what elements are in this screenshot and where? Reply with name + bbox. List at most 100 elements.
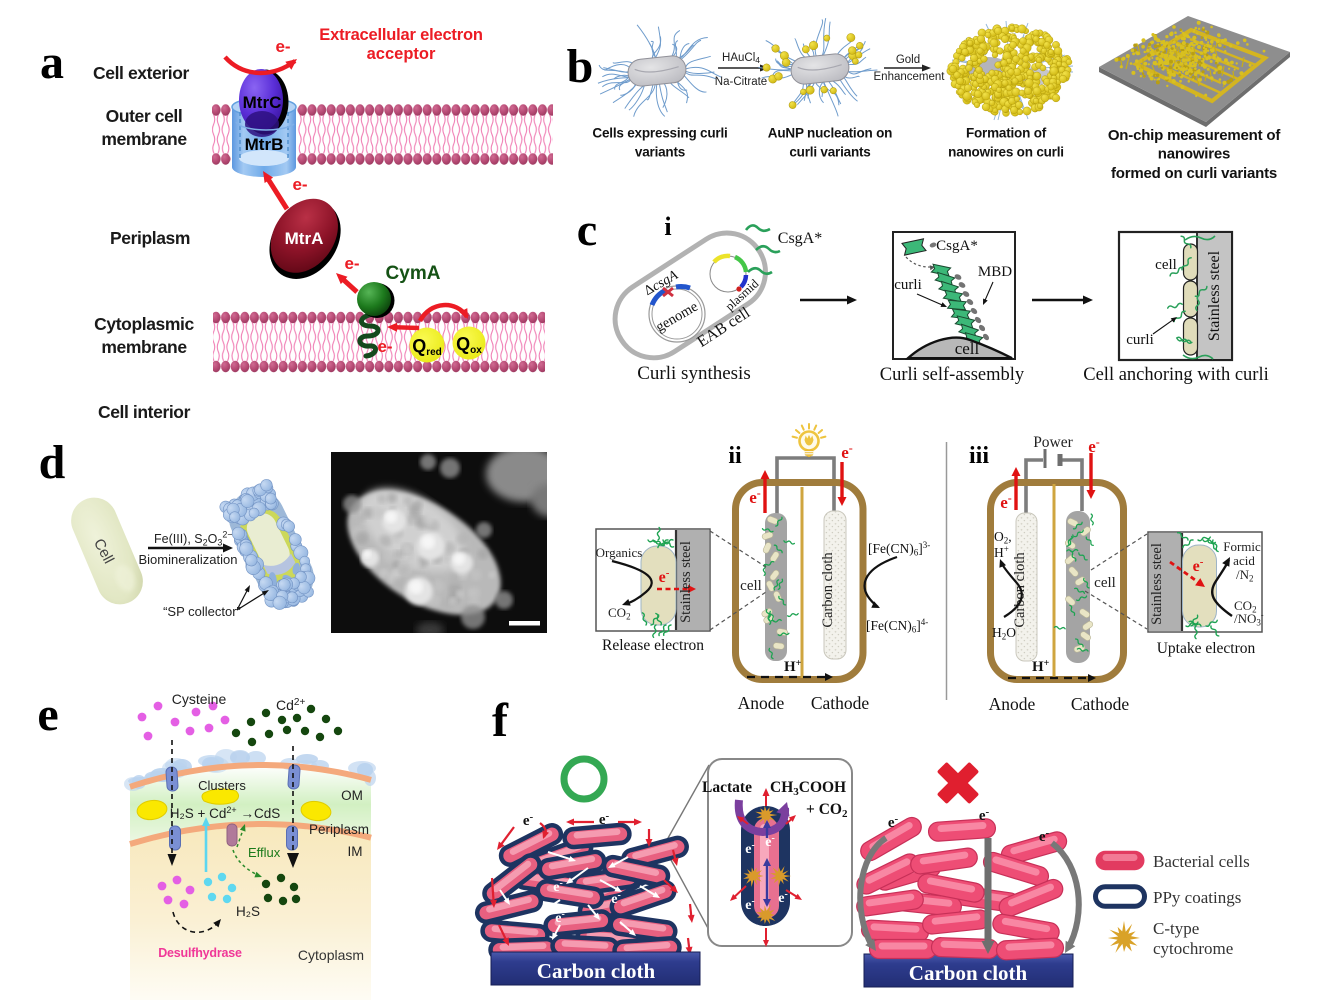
svg-text:e-: e- — [377, 337, 392, 356]
svg-text:e-: e- — [611, 890, 621, 907]
svg-text:CO2: CO2 — [608, 605, 631, 622]
svg-text:membrane: membrane — [101, 337, 187, 357]
svg-text:cell: cell — [1155, 257, 1177, 273]
svg-text:Formation of: Formation of — [966, 126, 1047, 141]
svg-text:e-: e- — [1000, 491, 1012, 512]
svg-text:Periplasm: Periplasm — [110, 228, 190, 248]
svg-text:Cathode: Cathode — [1071, 694, 1130, 714]
svg-text:variants: variants — [635, 145, 685, 160]
svg-text:d: d — [39, 436, 66, 489]
svg-text:b: b — [567, 40, 594, 93]
svg-text:HAuCl4: HAuCl4 — [722, 52, 760, 65]
svg-text:Curli synthesis: Curli synthesis — [637, 363, 750, 384]
svg-text:nanowires on curli: nanowires on curli — [948, 145, 1064, 160]
svg-text:Cathode: Cathode — [811, 693, 870, 713]
svg-text:Formic: Formic — [1223, 539, 1261, 554]
svg-text:PPy coatings: PPy coatings — [1153, 888, 1241, 907]
svg-text:Extracellular electron: Extracellular electron — [319, 26, 483, 44]
svg-text:e-: e- — [765, 833, 775, 850]
svg-text:e-: e- — [749, 486, 761, 507]
svg-text:+ CO2: + CO2 — [806, 801, 848, 820]
svg-text:AuNP nucleation on: AuNP nucleation on — [768, 126, 892, 141]
svg-text:Na-Citrate: Na-Citrate — [715, 76, 767, 88]
svg-text:Carbon cloth: Carbon cloth — [909, 961, 1028, 985]
svg-text:cell: cell — [740, 578, 762, 594]
svg-text:acceptor: acceptor — [367, 45, 436, 63]
svg-text:acid: acid — [1233, 553, 1255, 568]
svg-text:e-: e- — [745, 896, 755, 913]
svg-text:Cells expressing curli: Cells expressing curli — [592, 126, 727, 141]
svg-text:Anode: Anode — [738, 693, 785, 713]
svg-text:CsgA*: CsgA* — [936, 238, 978, 254]
svg-text:Carbon cloth: Carbon cloth — [820, 552, 836, 628]
svg-text:c: c — [577, 204, 597, 255]
svg-text:a: a — [40, 36, 64, 89]
svg-text:e-: e- — [778, 889, 788, 906]
svg-text:Cytoplasmic: Cytoplasmic — [94, 314, 194, 334]
svg-text:Cysteine: Cysteine — [172, 691, 227, 707]
svg-text:[Fe(CN)6]4-: [Fe(CN)6]4- — [866, 617, 928, 635]
svg-text:H₂S + Cd2+ →CdS: H₂S + Cd2+ →CdS — [170, 805, 280, 821]
svg-text:e-: e- — [1039, 827, 1050, 845]
svg-text:CsgA*: CsgA* — [778, 230, 822, 247]
svg-text:Carbon cloth: Carbon cloth — [537, 959, 656, 983]
svg-text:e-: e- — [659, 567, 670, 586]
svg-text:Fe(III), S2O32−: Fe(III), S2O32− — [154, 530, 233, 548]
svg-text:“SP collector”: “SP collector” — [163, 604, 241, 619]
svg-text:e-: e- — [553, 878, 563, 895]
svg-text:Power: Power — [1033, 434, 1073, 451]
svg-text:f: f — [492, 694, 509, 747]
svg-text:H2O: H2O — [992, 625, 1016, 642]
svg-text:Cytoplasm: Cytoplasm — [298, 947, 364, 963]
svg-text:Curli self-assembly: Curli self-assembly — [880, 365, 1025, 385]
svg-text:Qox: Qox — [456, 334, 482, 356]
svg-text:e-: e- — [888, 813, 899, 831]
svg-text:formed on curli variants: formed on curli variants — [1111, 165, 1277, 182]
svg-text:CymA: CymA — [386, 263, 441, 284]
svg-text:On-chip measurement of: On-chip measurement of — [1108, 127, 1282, 144]
svg-text:e-: e- — [555, 909, 565, 926]
svg-text:e: e — [37, 688, 58, 741]
svg-text:C-type: C-type — [1153, 919, 1199, 938]
svg-text:MtrB: MtrB — [245, 135, 284, 154]
svg-text:e-: e- — [841, 441, 853, 462]
svg-text:Anode: Anode — [989, 694, 1036, 714]
svg-text:Stainless steel: Stainless steel — [1206, 250, 1223, 341]
svg-text:e-: e- — [523, 811, 534, 829]
svg-text:MBD: MBD — [978, 264, 1012, 280]
svg-text:Enhancement: Enhancement — [874, 71, 946, 83]
svg-text:Stainless steel: Stainless steel — [1149, 543, 1165, 625]
svg-text:e-: e- — [292, 175, 307, 194]
svg-text:curli: curli — [1126, 332, 1154, 348]
svg-text:nanowires: nanowires — [1158, 146, 1230, 163]
svg-text:iii: iii — [969, 443, 989, 469]
svg-text:Cell anchoring with curli: Cell anchoring with curli — [1083, 365, 1268, 385]
svg-text:membrane: membrane — [101, 129, 187, 149]
svg-text:Release electron: Release electron — [602, 637, 704, 654]
svg-text:Organics: Organics — [596, 545, 643, 560]
svg-text:cytochrome: cytochrome — [1153, 939, 1233, 958]
svg-text:i: i — [664, 212, 671, 241]
svg-text:Clusters: Clusters — [198, 778, 246, 793]
svg-text:e-: e- — [599, 810, 610, 828]
svg-text:Lactate: Lactate — [702, 779, 752, 796]
svg-text:Periplasm: Periplasm — [309, 822, 369, 837]
svg-text:Efflux: Efflux — [248, 845, 281, 860]
svg-text:MtrC: MtrC — [243, 93, 282, 112]
svg-text:curli variants: curli variants — [789, 145, 870, 160]
svg-text:Desulfhydrase: Desulfhydrase — [158, 946, 242, 960]
svg-text:Stainless steel: Stainless steel — [678, 541, 694, 623]
svg-text:IM: IM — [348, 844, 363, 859]
svg-text:cell: cell — [955, 339, 980, 358]
svg-text:MtrA: MtrA — [285, 229, 324, 248]
svg-text:e-: e- — [344, 254, 359, 273]
svg-text:Cell exterior: Cell exterior — [93, 63, 190, 83]
svg-text:Bacterial cells: Bacterial cells — [1153, 852, 1250, 871]
svg-text:H₂S: H₂S — [236, 904, 260, 919]
svg-text:CO2: CO2 — [1234, 598, 1257, 615]
svg-text:Outer cell: Outer cell — [106, 106, 183, 126]
svg-text:[Fe(CN)6]3-: [Fe(CN)6]3- — [868, 540, 930, 558]
svg-text:Biomineralization: Biomineralization — [139, 552, 238, 567]
svg-text:e-: e- — [275, 37, 290, 56]
svg-text:Gold: Gold — [896, 54, 920, 66]
